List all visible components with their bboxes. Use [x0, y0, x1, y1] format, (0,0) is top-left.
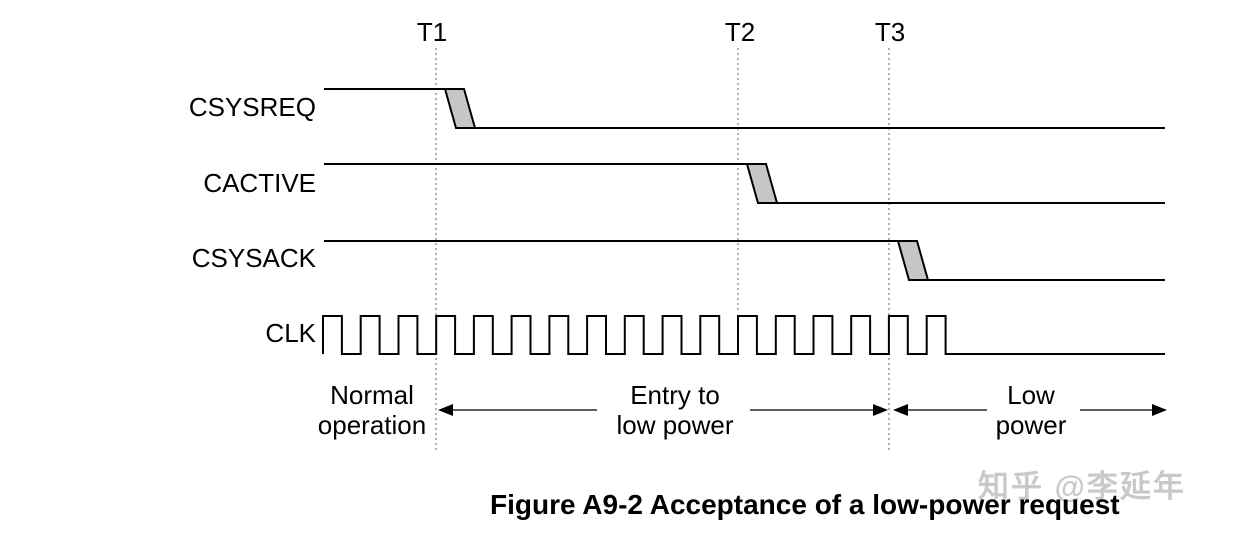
- signal-label-csysack: CSYSACK: [191, 243, 316, 273]
- watermark: 知乎 @李延年: [978, 469, 1186, 504]
- marker-label-t2: T2: [724, 17, 756, 47]
- signal-label-cactive: CACTIVE: [203, 168, 316, 198]
- phase-arrowhead-2: [893, 404, 908, 416]
- phase-arrowhead-0: [438, 404, 453, 416]
- marker-label-t3: T3: [874, 17, 906, 47]
- csysack-transition: [896, 240, 930, 281]
- marker-label-t1: T1: [416, 17, 448, 47]
- phase-arrowhead-3: [1152, 404, 1167, 416]
- phase-arrowhead-1: [873, 404, 888, 416]
- clk-waveform: [322, 315, 1165, 355]
- csysreq-transition: [443, 88, 477, 129]
- figure-caption: Figure A9-2 Acceptance of a low-power re…: [490, 489, 1120, 520]
- signal-label-csysreq: CSYSREQ: [188, 92, 316, 122]
- phase-label-entry-to-low-power: Entry to low power: [616, 380, 734, 440]
- signal-label-clk: CLK: [265, 318, 316, 348]
- phase-label-low-power: Low power: [995, 380, 1067, 440]
- cactive-transition: [745, 163, 779, 204]
- phase-label-normal-operation: Normal operation: [317, 380, 427, 440]
